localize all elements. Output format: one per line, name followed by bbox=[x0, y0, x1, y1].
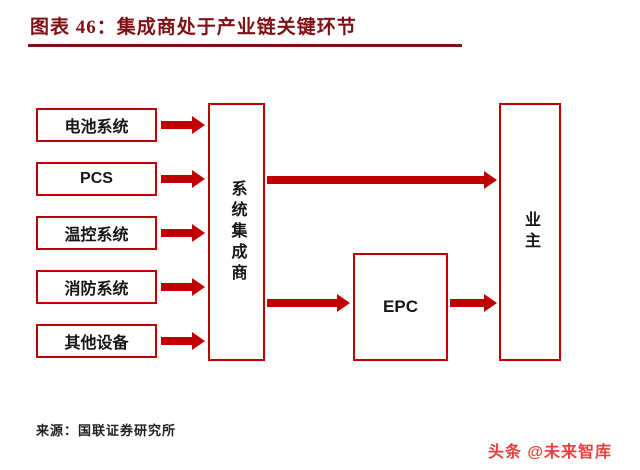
arrow-other-to-integrator bbox=[161, 337, 192, 345]
arrow-epc-to-owner bbox=[450, 299, 484, 307]
node-other-equipment: 其他设备 bbox=[36, 324, 157, 358]
title-underline bbox=[28, 44, 462, 47]
node-owner: 业主 bbox=[499, 103, 561, 361]
node-battery-system: 电池系统 bbox=[36, 108, 157, 142]
arrow-battery-to-integrator bbox=[161, 121, 192, 129]
node-label: PCS bbox=[80, 170, 113, 187]
arrow-pcs-to-integrator bbox=[161, 175, 192, 183]
arrow-fire-to-integrator bbox=[161, 283, 192, 291]
node-thermal-system: 温控系统 bbox=[36, 216, 157, 250]
node-system-integrator: 系统集成商 bbox=[208, 103, 265, 361]
arrow-thermal-to-integrator bbox=[161, 229, 192, 237]
node-epc: EPC bbox=[353, 253, 448, 361]
node-label: 温控系统 bbox=[64, 227, 129, 244]
node-label: 其他设备 bbox=[64, 335, 129, 352]
figure-title: 图表 46：集成商处于产业链关键环节 bbox=[30, 17, 357, 38]
node-label: 电池系统 bbox=[64, 119, 129, 136]
node-fire-system: 消防系统 bbox=[36, 270, 157, 304]
node-label: EPC bbox=[383, 297, 418, 316]
watermark-text: 头条 @未来智库 bbox=[487, 444, 612, 461]
node-pcs: PCS bbox=[36, 162, 157, 196]
source-note: 来源：国联证券研究所 bbox=[36, 423, 177, 438]
node-label: 系统集成商 bbox=[228, 179, 246, 285]
node-label: 消防系统 bbox=[64, 281, 129, 298]
node-label: 业主 bbox=[522, 211, 539, 253]
arrow-integrator-to-owner bbox=[267, 176, 484, 184]
arrow-integrator-to-epc bbox=[267, 299, 337, 307]
